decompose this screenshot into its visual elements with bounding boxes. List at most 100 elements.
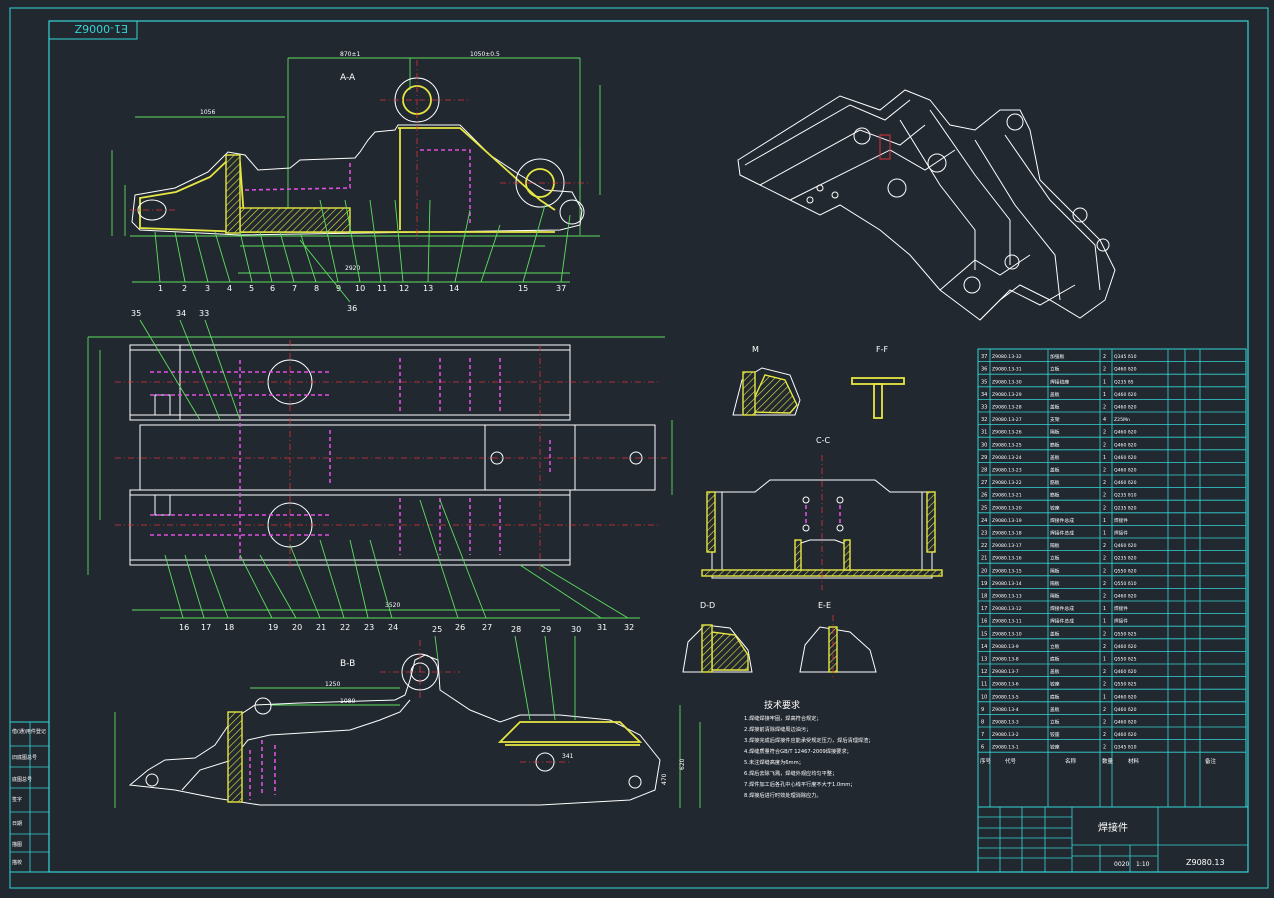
drawing-code: E1-0006Z	[74, 22, 128, 35]
parts-cell-material: 焊接件	[1114, 530, 1128, 537]
section-m: M	[732, 345, 801, 416]
parts-cell-code: Z9080.13-26	[992, 430, 1022, 436]
parts-cell-code: Z9080.13-1	[992, 745, 1019, 751]
parts-cell-material: Q550 δ10	[1114, 581, 1137, 587]
parts-cell-qty: 2	[1103, 644, 1106, 650]
parts-cell-material: Q460 δ20	[1114, 392, 1137, 398]
parts-cell-material: Q550 δ20	[1114, 568, 1137, 574]
parts-cell-qty: 2	[1103, 367, 1106, 373]
parts-cell-no: 16	[981, 619, 987, 625]
parts-cell-name: 筋板	[1050, 479, 1060, 486]
parts-cell-code: Z9080.13-15	[992, 568, 1022, 574]
parts-cell-qty: 2	[1103, 442, 1106, 448]
parts-cell-qty: 1	[1103, 392, 1106, 398]
balloon-1: 1	[158, 284, 163, 293]
balloon-20: 20	[292, 623, 302, 632]
balloon-29: 29	[541, 625, 551, 634]
parts-cell-material: Q550 δ25	[1114, 657, 1137, 663]
parts-cell-name: 隔板	[1050, 580, 1060, 587]
parts-cell-no: 22	[981, 543, 987, 549]
parts-cell-qty: 2	[1103, 707, 1106, 713]
dim-470: 470	[661, 773, 668, 785]
dim-1056: 1056	[200, 109, 215, 116]
stamp-label-4: 签字	[12, 796, 22, 803]
code-box	[48, 20, 138, 40]
parts-cell-code: Z9080.13-18	[992, 531, 1022, 537]
parts-cell-name: 立板	[1050, 643, 1060, 650]
balloon-32: 32	[624, 623, 634, 632]
parts-cell-code: Z9080.13-22	[992, 480, 1022, 486]
parts-cell-qty: 2	[1103, 405, 1106, 411]
title-drawing-number: Z9080.13	[1186, 858, 1225, 867]
stamp-label-3: 底图总号	[12, 776, 32, 783]
balloon-4: 4	[227, 284, 232, 293]
tech-line-7: 7.焊件加工后各孔中心线平行度不大于1.0mm；	[744, 780, 856, 788]
title-block: 焊接件 0020 1:10 Z9080.13	[977, 806, 1249, 873]
parts-cell-name: 隔板	[1050, 429, 1060, 436]
parts-cell-no: 37	[981, 354, 987, 360]
parts-cell-no: 17	[981, 606, 987, 612]
dd-plate	[701, 624, 713, 673]
parts-cell-material: Q460 δ20	[1114, 442, 1137, 448]
bb-hole-left	[254, 697, 272, 715]
parts-cell-code: Z9080.13-32	[992, 354, 1022, 360]
parts-cell-no: 24	[981, 518, 987, 524]
parts-cell-material: Q460 δ20	[1114, 367, 1137, 373]
balloon-34: 34	[176, 309, 186, 318]
cc-plate-left	[706, 491, 716, 553]
parts-cell-name: 焊接铰座	[1050, 378, 1069, 385]
view-label-m: M	[752, 345, 759, 354]
parts-cell-qty: 2	[1103, 631, 1106, 637]
view-label-ee: E-E	[818, 601, 831, 610]
parts-cell-qty: 2	[1103, 493, 1106, 499]
balloon-27: 27	[482, 623, 492, 632]
balloon-7: 7	[292, 284, 297, 293]
parts-cell-no: 14	[981, 644, 987, 650]
balloon-24: 24	[388, 623, 398, 632]
parts-cell-qty: 2	[1103, 480, 1106, 486]
title-standard-code: 0020	[1114, 861, 1129, 868]
parts-cell-code: Z9080.13-28	[992, 405, 1022, 411]
parts-cell-no: 7	[981, 732, 984, 738]
parts-cell-material: Q460 δ20	[1114, 430, 1137, 436]
parts-cell-no: 10	[981, 694, 987, 700]
parts-cell-code: Z9080.13-4	[992, 707, 1019, 713]
bb-end-hole	[145, 773, 159, 787]
parts-cell-qty: 2	[1103, 568, 1106, 574]
parts-cell-material: Q460 δ20	[1114, 468, 1137, 474]
parts-cell-no: 31	[981, 430, 987, 436]
parts-cell-material: Q460 δ20	[1114, 707, 1137, 713]
parts-cell-code: Z9080.13-31	[992, 367, 1022, 373]
balloon-13: 13	[423, 284, 433, 293]
parts-cell-qty: 1	[1103, 518, 1106, 524]
tech-line-2: 2.焊接前清除焊缝周边油污；	[744, 725, 811, 733]
parts-header-material: 材料	[1128, 757, 1140, 765]
balloon-6: 6	[270, 284, 275, 293]
parts-cell-code: Z9080.13-3	[992, 720, 1019, 726]
parts-cell-material: Q460 δ20	[1114, 455, 1137, 461]
tech-line-5: 5.未注焊缝高度为6mm；	[744, 758, 804, 766]
parts-cell-qty: 2	[1103, 556, 1106, 562]
dim-3520: 3520	[385, 602, 400, 609]
parts-cell-name: 筋板	[1050, 441, 1060, 448]
parts-cell-name: 焊接件总成	[1050, 530, 1074, 537]
balloon-8: 8	[314, 284, 319, 293]
cc-web-left	[794, 539, 802, 571]
parts-header-remark: 备注	[1205, 757, 1217, 765]
parts-cell-material: Q460 δ20	[1114, 480, 1137, 486]
section-ee: E-E	[799, 601, 877, 680]
parts-cell-material: Q550 δ25	[1114, 682, 1137, 688]
parts-cell-material: Z25Mn	[1114, 417, 1130, 423]
parts-cell-qty: 2	[1103, 720, 1106, 726]
parts-cell-no: 26	[981, 493, 987, 499]
tech-line-6: 6.焊后去除飞溅，焊缝外观应均匀平整；	[744, 769, 837, 777]
dim-870: 870±1	[340, 51, 360, 58]
parts-cell-material: Q345 δ10	[1114, 745, 1137, 751]
parts-cell-material: 焊接件	[1114, 618, 1128, 625]
balloon-26: 26	[455, 623, 465, 632]
parts-cell-code: Z9080.13-29	[992, 392, 1022, 398]
parts-cell-code: Z9080.13-13	[992, 594, 1022, 600]
parts-cell-material: Q460 δ20	[1114, 694, 1137, 700]
